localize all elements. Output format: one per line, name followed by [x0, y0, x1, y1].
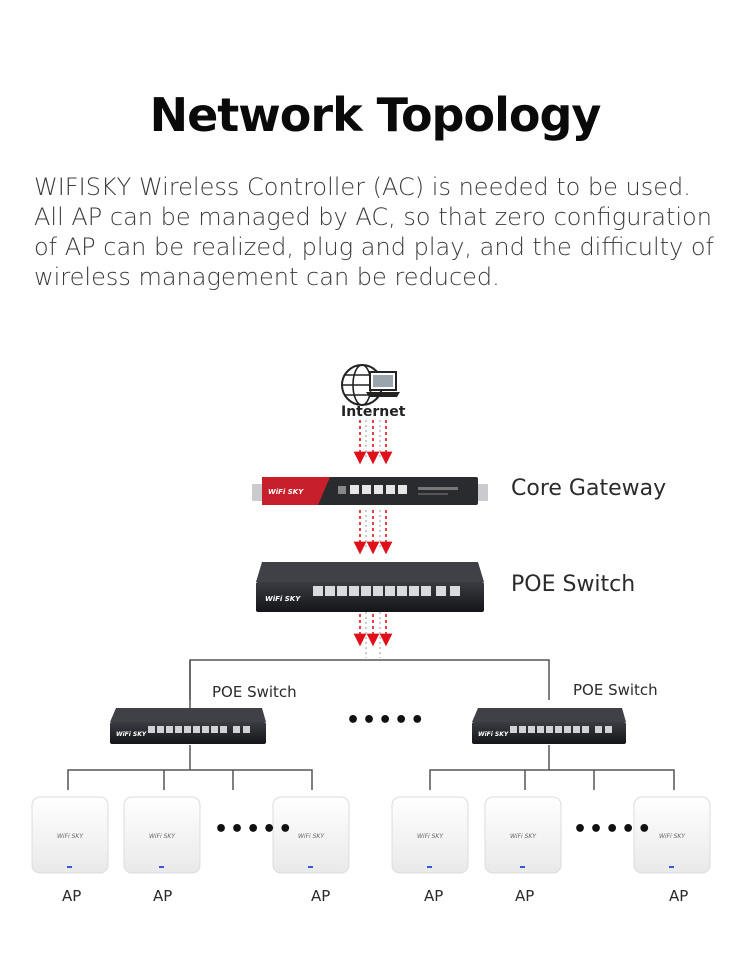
ellipsis-switches: ••••• — [346, 708, 427, 733]
core-gateway-label: Core Gateway — [511, 476, 667, 501]
description-line: wireless management can be reduced. — [34, 263, 500, 291]
access-points: WiFi SKY WiFi SKY WiFi SKY WiFi SKY WiFi… — [31, 796, 711, 874]
svg-text:WiFi SKY: WiFi SKY — [417, 833, 444, 840]
poe-switch-device: WiFi SKY — [256, 562, 484, 612]
ap-label: AP — [515, 887, 535, 905]
description: WIFISKY Wireless Controller (AC) is need… — [34, 172, 734, 292]
svg-text:WiFi SKY: WiFi SKY — [510, 833, 537, 840]
description-line: of AP can be realized, plug and play, an… — [34, 233, 715, 261]
ap-label: AP — [62, 887, 82, 905]
svg-text:WiFi SKY: WiFi SKY — [149, 833, 176, 840]
description-line: WIFISKY Wireless Controller (AC) is need… — [34, 173, 691, 201]
switch-brand: WiFi SKY — [265, 595, 301, 603]
sub-switch-right-label: POE Switch — [573, 681, 658, 699]
sub-switch-left: WiFi SKY — [110, 708, 266, 744]
sub-switch-brand: WiFi SKY — [116, 731, 147, 738]
page-title: Network Topology — [149, 88, 602, 142]
sub-switch-brand: WiFi SKY — [478, 731, 509, 738]
description-line: All AP can be managed by AC, so that zer… — [34, 203, 712, 231]
sub-switch-right: WiFi SKY — [472, 708, 626, 744]
sub-switch-left-label: POE Switch — [212, 683, 297, 701]
svg-text:WiFi SKY: WiFi SKY — [57, 833, 84, 840]
tree-lines — [67, 659, 675, 790]
svg-text:WiFi SKY: WiFi SKY — [298, 833, 325, 840]
poe-switch-label: POE Switch — [511, 572, 636, 597]
ap-label: AP — [669, 887, 689, 905]
core-gateway-device: WiFi SKY — [252, 477, 488, 505]
ap-label: AP — [424, 887, 444, 905]
svg-text:WiFi SKY: WiFi SKY — [659, 833, 686, 840]
ap-device: WiFi SKY — [484, 796, 562, 874]
ap-label: AP — [153, 887, 173, 905]
internet-label: Internet — [341, 404, 406, 420]
ap-device: WiFi SKY — [633, 796, 711, 874]
ap-device: WiFi SKY — [272, 796, 350, 874]
ellipsis-ap-right: ••••• — [573, 817, 654, 842]
gateway-brand: WiFi SKY — [268, 488, 304, 496]
ap-device: WiFi SKY — [391, 796, 469, 874]
connection-arrows — [353, 420, 393, 647]
ap-label: AP — [311, 887, 331, 905]
internet-icon — [341, 364, 400, 406]
ap-device: WiFi SKY — [31, 796, 109, 874]
ap-device: WiFi SKY — [123, 796, 201, 874]
ellipsis-ap-left: ••••• — [214, 817, 295, 842]
